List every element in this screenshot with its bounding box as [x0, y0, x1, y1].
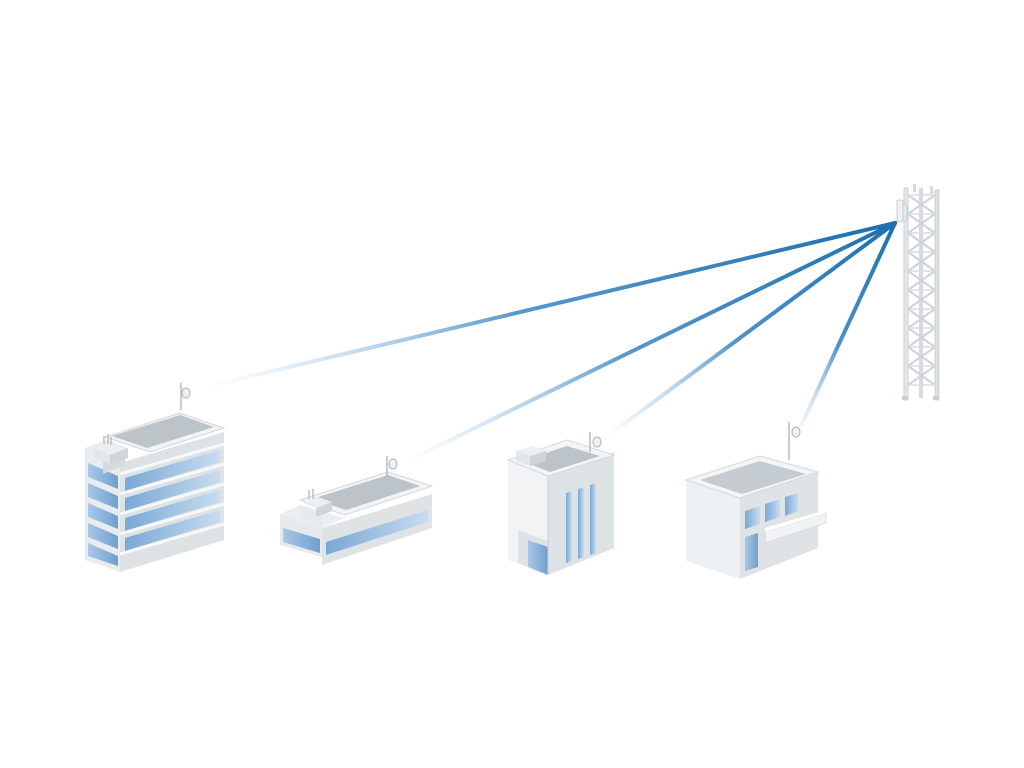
house-icon	[684, 422, 827, 579]
radio-tower-icon	[896, 184, 940, 401]
dish-antenna-icon	[592, 436, 602, 448]
dish-antenna-icon	[181, 387, 191, 399]
low-building-icon	[280, 456, 434, 565]
link-to-cube-office	[603, 221, 897, 440]
link-to-tall-glass-office	[203, 221, 897, 389]
dish-antenna-icon	[791, 426, 801, 438]
link-to-house	[798, 221, 897, 430]
office-building-icon	[85, 383, 226, 572]
link-to-low-glass-office	[403, 221, 897, 464]
wireless-links	[203, 221, 897, 464]
dish-antenna-icon	[388, 458, 398, 470]
cube-building-icon	[506, 432, 616, 575]
